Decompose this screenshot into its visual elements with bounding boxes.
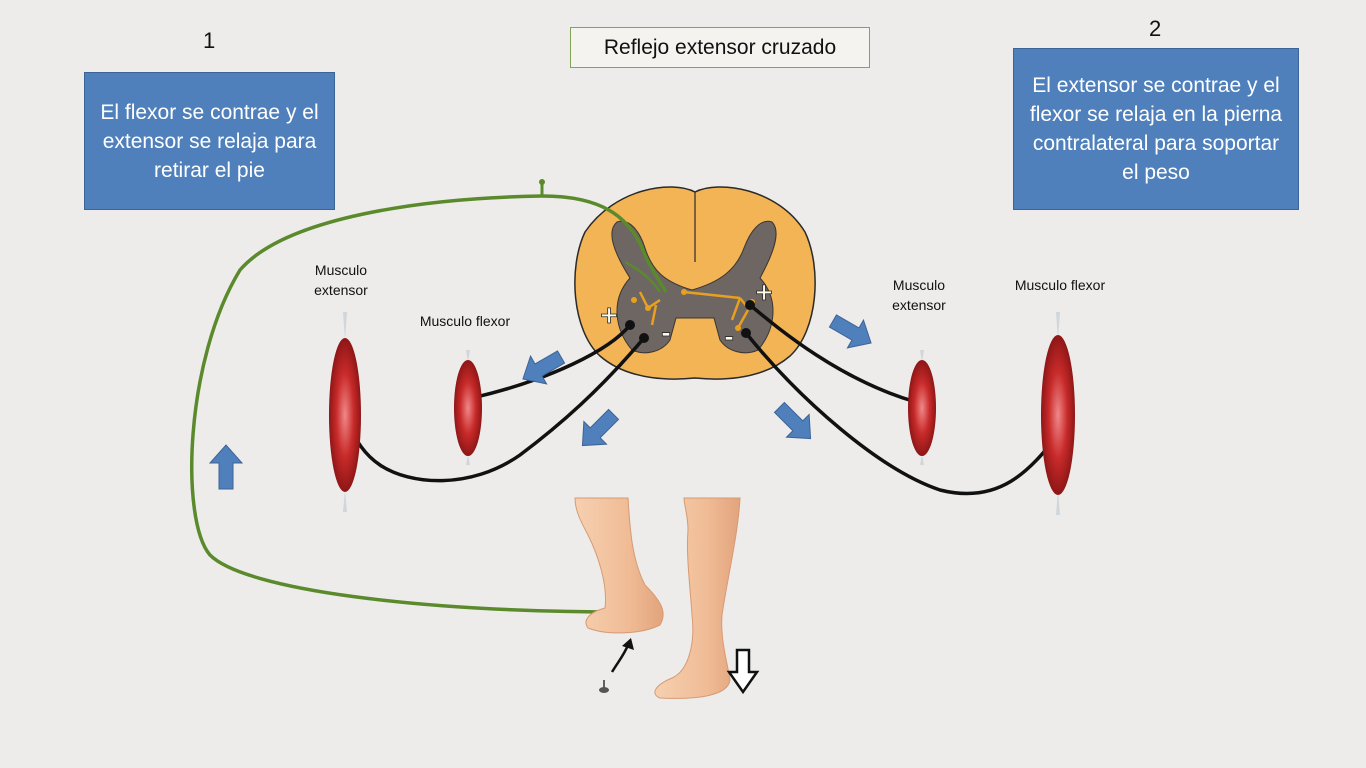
spinal-cord [574, 186, 816, 380]
down-arrow-icon [726, 648, 760, 695]
arrow-left-extensor-icon [581, 408, 620, 447]
arrow-right-flexor-icon [773, 401, 812, 440]
label-right-flexor: Musculo flexor [1014, 277, 1106, 293]
inhibitory-sign-left: - [661, 319, 671, 347]
excitatory-sign-left: + [599, 301, 619, 329]
muscle-left-flexor [454, 350, 482, 465]
muscle-left-extensor [329, 312, 361, 512]
panel-number-2: 2 [1149, 16, 1162, 41]
arrow-left-flexor-icon [522, 350, 566, 385]
arrow-up-icon [208, 444, 244, 490]
arrow-right-extensor-icon [828, 314, 872, 349]
diagram-title: Reflejo extensor cruzado [570, 27, 870, 68]
info-box-left: El flexor se contrae y el extensor se re… [84, 72, 335, 210]
motor-nerves [348, 303, 1060, 496]
info-box-right: El extensor se contrae y el flexor se re… [1013, 48, 1299, 210]
label-right-extensor: Musculo extensor [892, 277, 946, 313]
muscle-right-flexor [1041, 312, 1075, 515]
sensory-nerve [190, 194, 668, 614]
label-left-flexor: Musculo flexor [419, 313, 511, 329]
panel-number-1: 1 [203, 28, 216, 53]
curved-arrow-icon [610, 644, 630, 673]
excitatory-sign-right: + [754, 278, 774, 306]
tack-icon [599, 680, 609, 693]
label-left-extensor: Musculo extensor [314, 262, 368, 298]
inhibitory-sign-right: - [724, 323, 734, 351]
legs-illustration [574, 497, 741, 699]
muscle-right-extensor [908, 350, 936, 465]
